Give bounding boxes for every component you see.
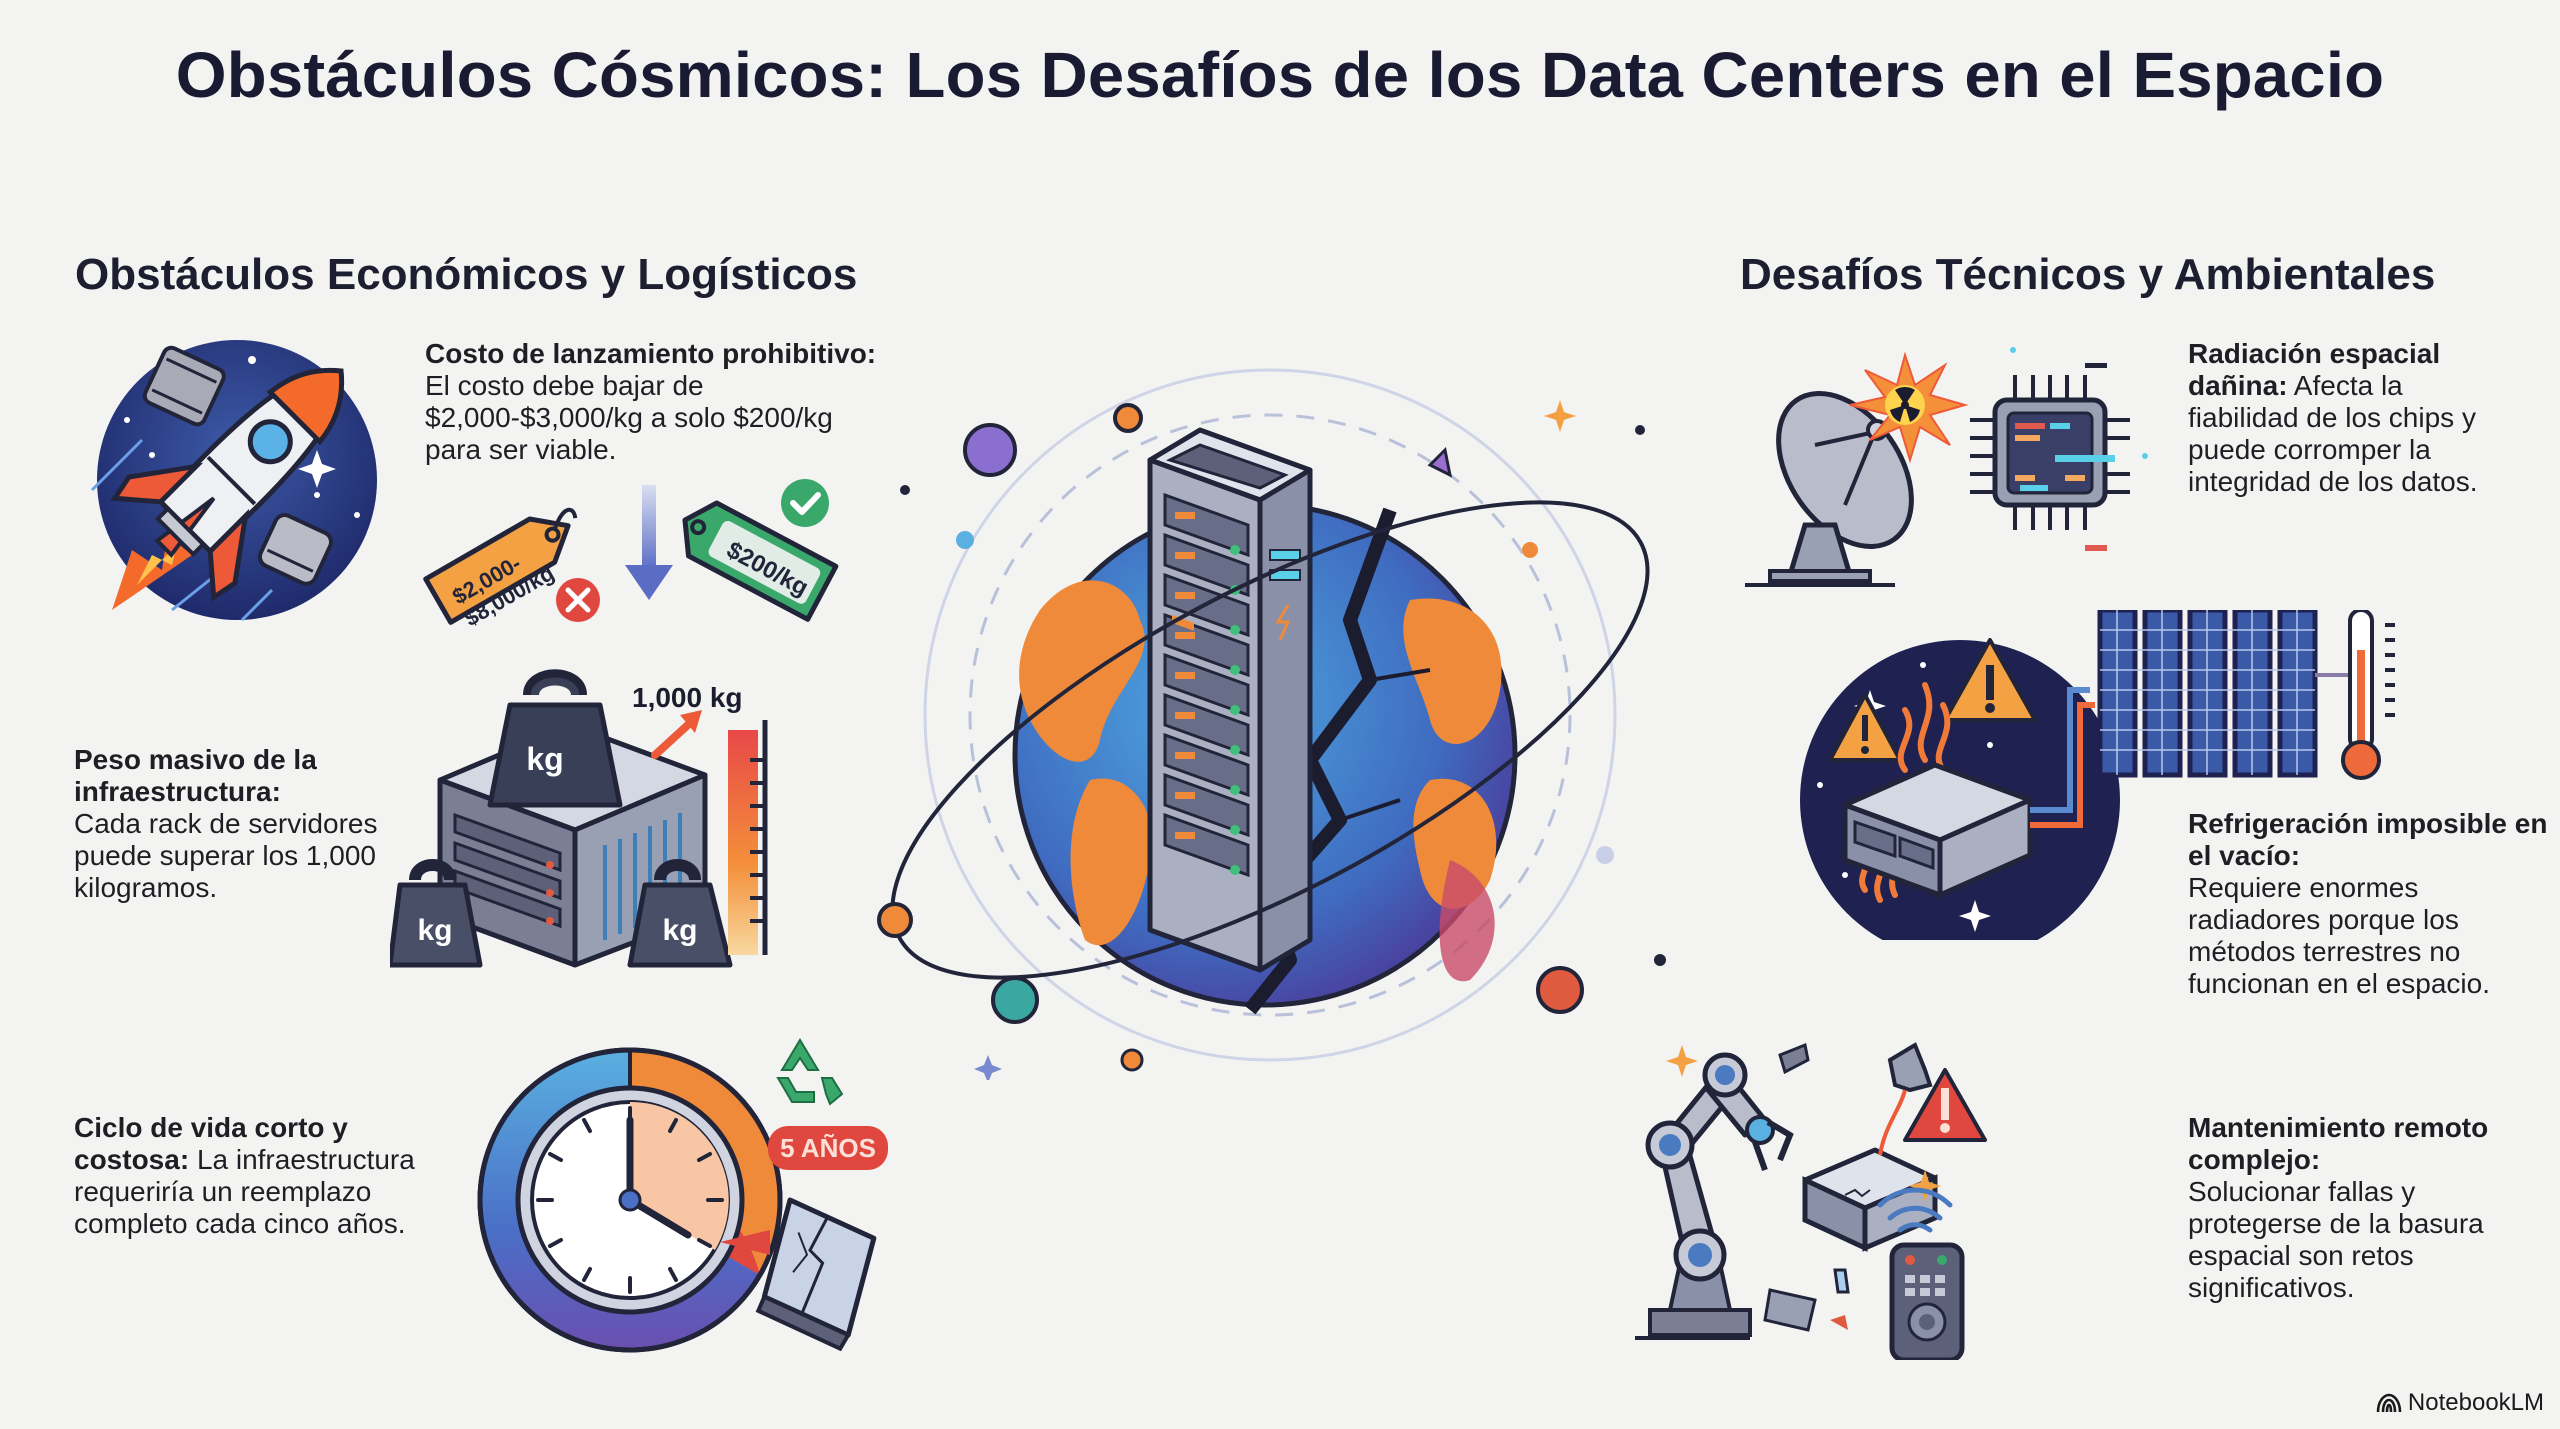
lifecycle-text: Ciclo de vida corto y costosa: La infrae… xyxy=(74,1112,434,1240)
launch-cost-text: Costo de lanzamiento prohibitivo: El cos… xyxy=(425,338,895,466)
radiation-heading: Radiación espacial dañina: xyxy=(2188,338,2441,401)
weight-text: Peso masivo de la infraestructura: Cada … xyxy=(74,744,414,904)
section-heading-technical: Desafíos Técnicos y Ambientales xyxy=(1740,250,2436,299)
maintenance-heading: Mantenimiento remoto complejo: xyxy=(2188,1112,2489,1175)
clock-icon: 5 AÑOS xyxy=(470,1030,930,1360)
radiation-chip-icon xyxy=(1745,335,2165,595)
maintenance-body: Solucionar fallas y protegerse de la bas… xyxy=(2188,1176,2484,1303)
weight-body: Cada rack de servidores puede superar lo… xyxy=(74,808,378,903)
lifecycle-heading: Ciclo de vida corto y costosa: xyxy=(74,1112,348,1175)
notebooklm-icon xyxy=(2376,1393,2402,1413)
weight-heading: Peso masivo de la infraestructura: xyxy=(74,744,317,807)
weight-label-left: kg xyxy=(417,914,452,947)
section-heading-economic: Obstáculos Económicos y Logísticos xyxy=(75,250,858,299)
lifecycle-body: La infraestructura requeriría un reempla… xyxy=(74,1144,415,1239)
maintenance-text: Mantenimiento remoto complejo: Soluciona… xyxy=(2188,1112,2508,1304)
weight-label-right: kg xyxy=(662,914,697,947)
launch-cost-heading: Costo de lanzamiento prohibitivo: xyxy=(425,338,877,369)
radiation-body: Afecta la fiabilidad de los chips y pued… xyxy=(2188,370,2478,497)
robot-arm-icon xyxy=(1630,1030,2160,1360)
notebooklm-logo[interactable]: NotebookLM xyxy=(2376,1389,2544,1417)
cooling-heading: Refrigeración imposible en el vacío: xyxy=(2188,808,2548,871)
weight-icon: kg kg kg 1,000 kg xyxy=(390,665,790,985)
weight-label-top: kg xyxy=(526,741,563,777)
radiation-text: Radiación espacial dañina: Afecta la fia… xyxy=(2188,338,2508,498)
overheating-server-icon xyxy=(1795,610,2455,940)
price-tag-comparison: $2,000- $8,000/kg $200/kg xyxy=(420,465,850,635)
cracked-earth-server-icon xyxy=(870,360,1680,1080)
cooling-text: Refrigeración imposible en el vacío: Req… xyxy=(2188,808,2548,1000)
launch-cost-body: El costo debe bajar de $2,000-$3,000/kg … xyxy=(425,370,833,465)
cooling-body: Requiere enormes radiadores porque los m… xyxy=(2188,872,2490,999)
page-title: Obstáculos Cósmicos: Los Desafíos de los… xyxy=(175,39,2385,111)
lifespan-badge: 5 AÑOS xyxy=(780,1133,876,1163)
brand-label: NotebookLM xyxy=(2407,1389,2544,1416)
scale-label: 1,000 kg xyxy=(632,682,743,713)
rocket-icon xyxy=(72,320,392,640)
